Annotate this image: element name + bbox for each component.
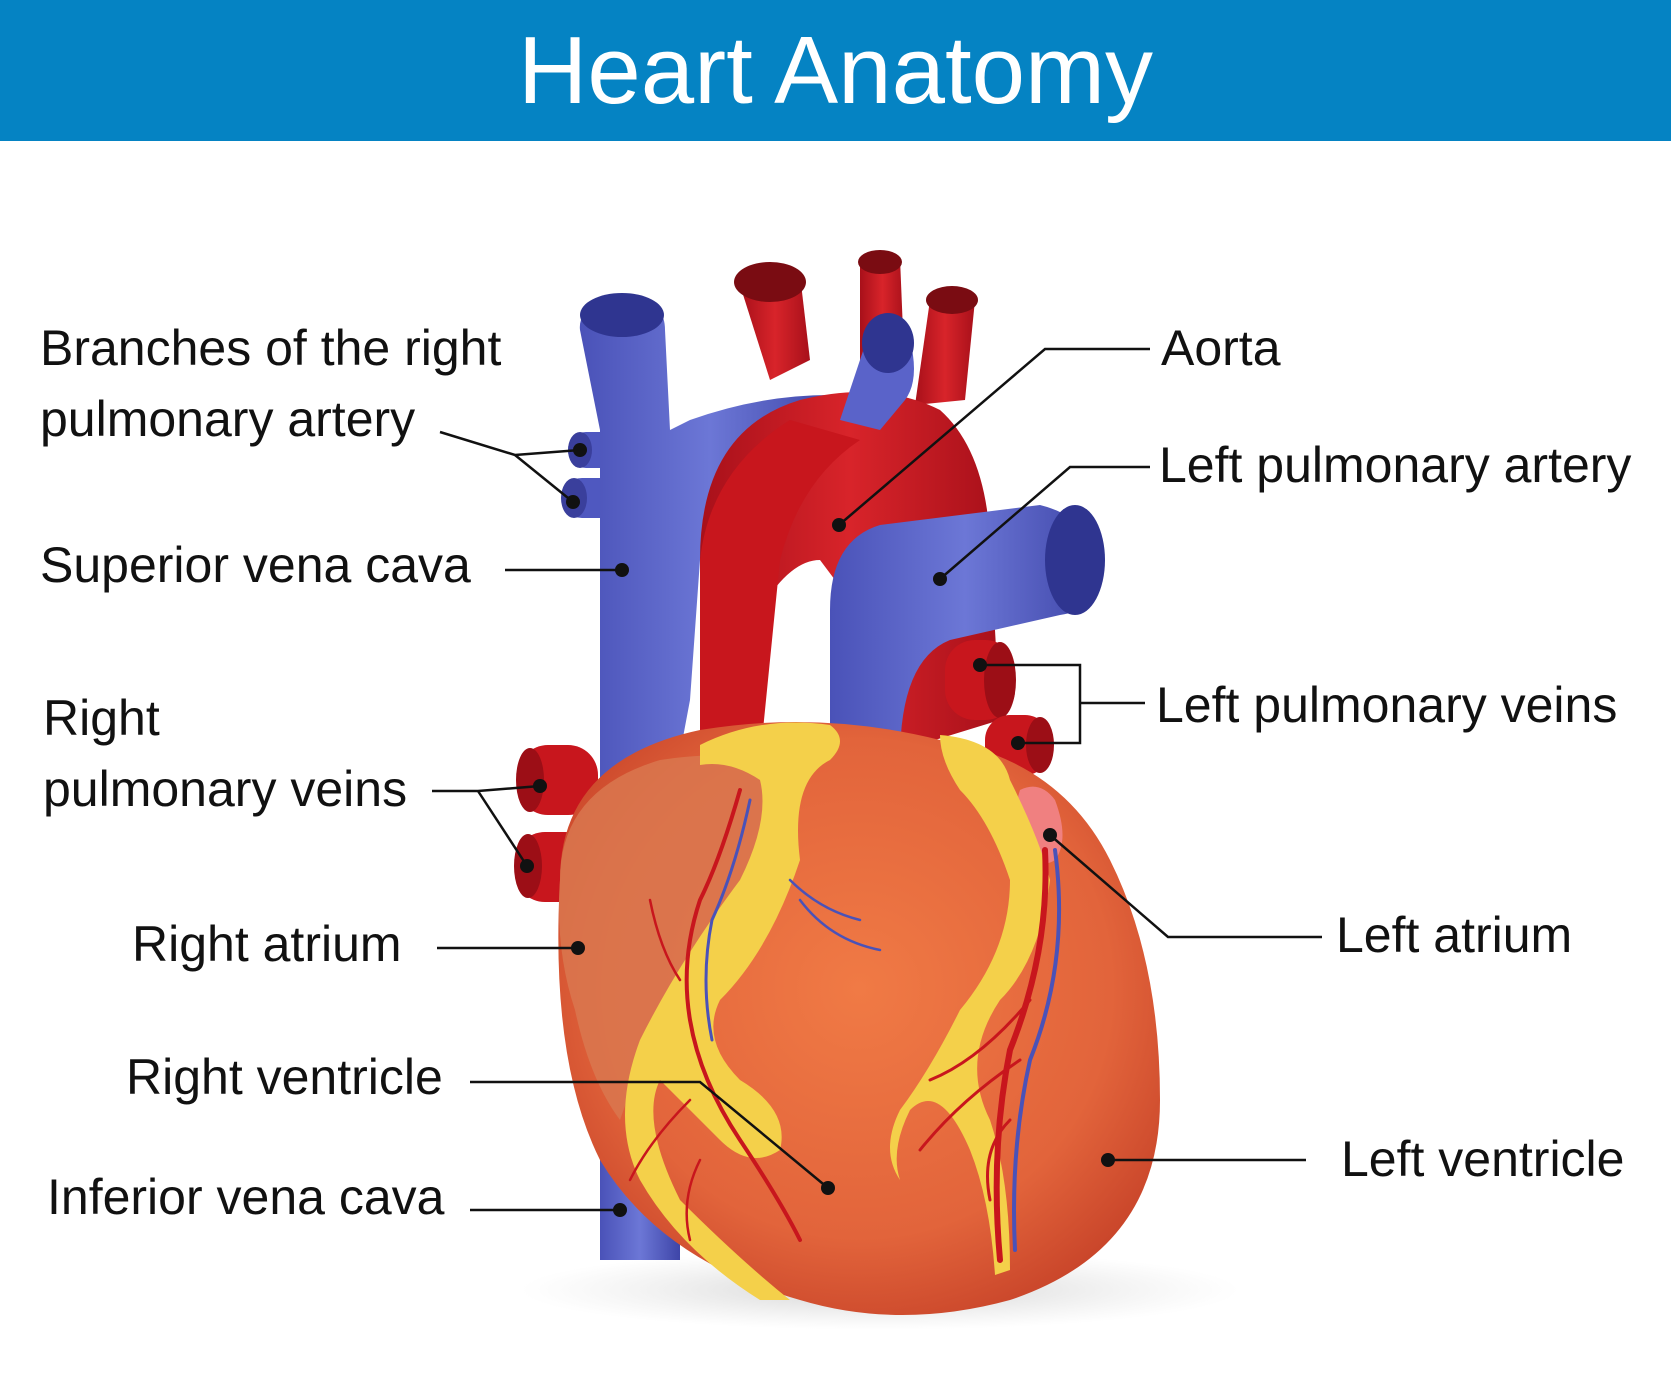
page-title: Heart Anatomy: [518, 16, 1153, 124]
label-branches-rpa-line1: Branches of the right: [40, 320, 501, 376]
label-branches-rpa-line2: pulmonary artery: [40, 391, 415, 447]
coronary-vessels: [628, 788, 1062, 1263]
label-left-atrium: Left atrium: [1336, 907, 1572, 963]
label-right-pv-line1: Right: [43, 690, 160, 746]
label-inferior-vena-cava: Inferior vena cava: [47, 1169, 445, 1225]
label-right-atrium: Right atrium: [132, 916, 402, 972]
leader-lines: [432, 347, 1322, 1217]
label-left-pulmonary-artery: Left pulmonary artery: [1159, 437, 1631, 493]
left-pulmonary-artery: [830, 313, 1105, 770]
label-left-pulmonary-veins: Left pulmonary veins: [1156, 677, 1617, 733]
label-right-pv-line2: pulmonary veins: [43, 761, 407, 817]
label-left-ventricle: Left ventricle: [1341, 1131, 1624, 1187]
label-aorta: Aorta: [1161, 320, 1281, 376]
label-superior-vena-cava: Superior vena cava: [40, 537, 471, 593]
header-bar: Heart Anatomy: [0, 0, 1671, 141]
label-right-ventricle: Right ventricle: [126, 1049, 443, 1105]
coronary-fat: [625, 722, 1050, 1300]
